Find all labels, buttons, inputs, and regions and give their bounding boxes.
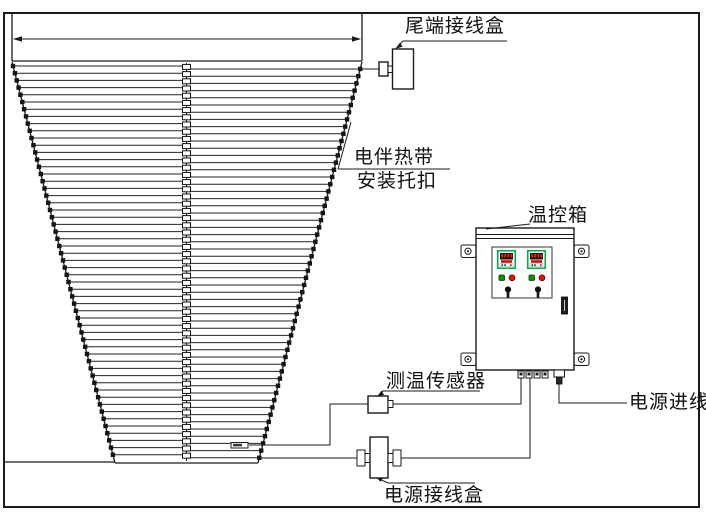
power-gland xyxy=(553,369,565,378)
control-knob-1[interactable] xyxy=(504,286,512,298)
label-tail-junction-box: 尾端接线盒 xyxy=(405,16,506,37)
sensor-probe-wire xyxy=(249,403,368,446)
hopper-rim xyxy=(11,13,363,62)
label-temp-sensor: 测温传感器 xyxy=(386,371,487,392)
door-handle[interactable] xyxy=(561,296,568,315)
temp-controller-display-1 xyxy=(496,249,517,270)
indicator-lamps xyxy=(498,274,546,282)
wiring xyxy=(249,68,627,459)
green-lamp-1 xyxy=(498,274,505,281)
label-mounting-clip: 安装托扣 xyxy=(357,171,438,192)
image-border xyxy=(3,12,700,508)
tail-junction-box xyxy=(378,40,507,90)
label-temp-control-box: 温控箱 xyxy=(528,205,589,226)
temperature-sensor xyxy=(367,390,480,414)
power-inlet-wire xyxy=(558,384,627,404)
tail-label-leader xyxy=(396,40,507,49)
sensor-probe-marker xyxy=(230,442,249,449)
temp-controller-display-2 xyxy=(526,249,547,270)
power-junction-wire xyxy=(258,378,531,459)
pjb-label-leader xyxy=(377,478,475,484)
sensor-to-controlbox-wire xyxy=(393,378,522,405)
temperature-control-box xyxy=(460,223,590,385)
mounting-ears xyxy=(460,244,590,366)
green-lamp-2 xyxy=(528,274,535,281)
power-junction-box xyxy=(356,436,475,484)
heating-bands xyxy=(10,63,363,460)
heatband-label-leader xyxy=(337,121,352,170)
cable-glands xyxy=(517,369,565,385)
control-knob-2[interactable] xyxy=(534,286,542,298)
heatband-center-brackets xyxy=(182,63,191,461)
label-heat-band: 电伴热带 xyxy=(354,147,435,168)
label-power-inlet: 电源进线 xyxy=(629,392,706,413)
width-dimension-line xyxy=(13,36,361,42)
hopper-body-outline xyxy=(11,61,363,464)
red-lamp-2 xyxy=(538,274,546,282)
tempbox-label-leader xyxy=(485,223,531,230)
red-lamp-1 xyxy=(508,274,516,282)
label-power-junction-box: 电源接线盒 xyxy=(384,485,485,506)
heatband-label-lines xyxy=(337,121,450,170)
